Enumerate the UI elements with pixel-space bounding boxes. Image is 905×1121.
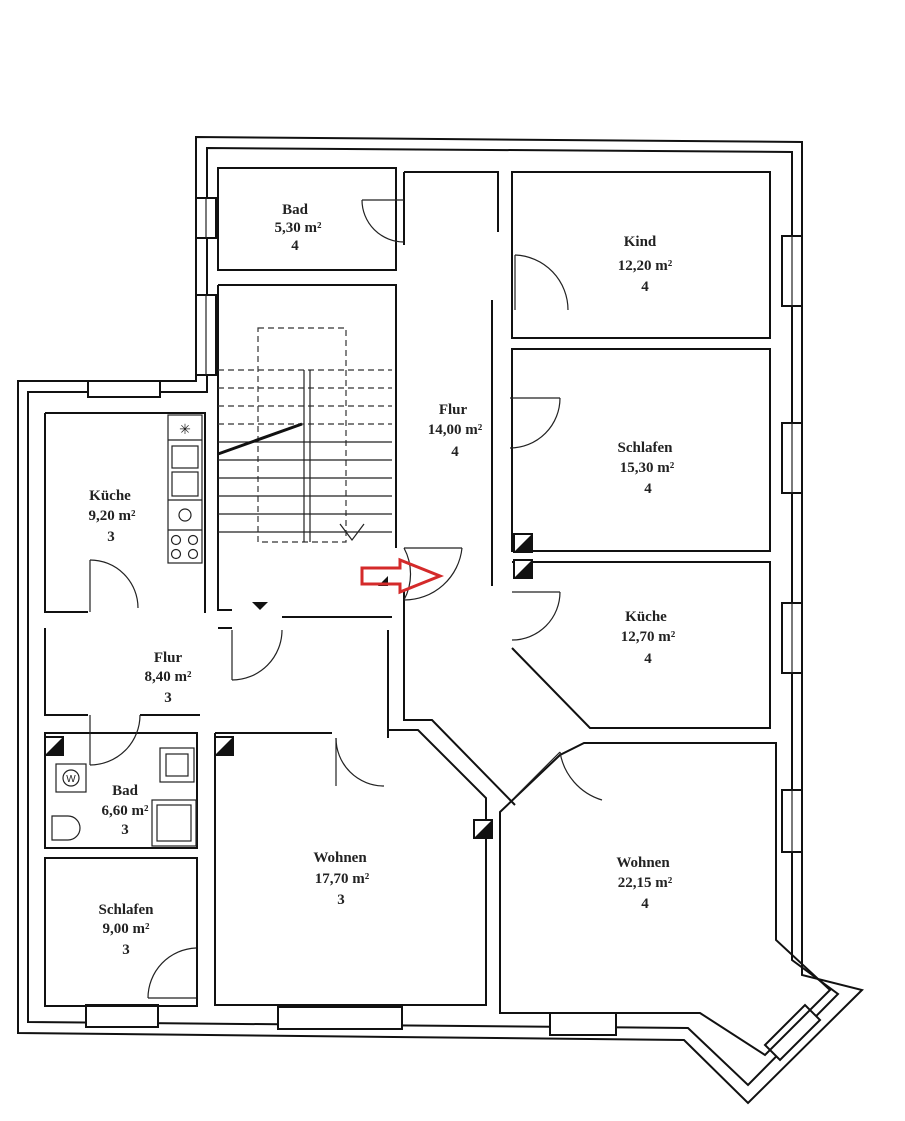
room-count: 4 [644, 651, 652, 667]
room-count: 3 [122, 942, 130, 958]
room-kueche-right: Küche 12,70 m² 4 [621, 609, 676, 667]
room-count: 4 [644, 481, 652, 497]
room-schlafen-right: Schlafen 15,30 m² 4 [617, 440, 674, 497]
room-kind: Kind 12,20 m² 4 [618, 234, 673, 295]
room-name: Kind [624, 234, 657, 250]
room-area: 17,70 m² [315, 871, 370, 887]
windows [85, 197, 822, 1062]
room-area: 22,15 m² [618, 875, 673, 891]
door-swings [89, 199, 603, 999]
room-count: 4 [291, 238, 299, 254]
room-area: 14,00 m² [428, 422, 483, 438]
room-name: Schlafen [617, 440, 673, 456]
room-schlafen-left: Schlafen 9,00 m² 3 [98, 902, 154, 958]
room-name: Küche [625, 609, 667, 625]
room-area: 9,20 m² [89, 508, 136, 524]
washing-machine-icon: W [66, 774, 76, 785]
stove-burner-icon: ✳ [179, 423, 191, 438]
room-kueche-left: Küche 9,20 m² 3 [89, 488, 136, 545]
room-count: 3 [164, 690, 172, 706]
room-name: Flur [439, 402, 468, 418]
staircase [217, 327, 392, 543]
interior-walls [44, 167, 832, 1057]
room-name: Schlafen [98, 902, 154, 918]
room-area: 5,30 m² [275, 220, 322, 236]
room-name: Flur [154, 650, 183, 666]
room-area: 12,70 m² [621, 629, 676, 645]
room-count: 4 [451, 444, 459, 460]
room-area: 12,20 m² [618, 258, 673, 274]
room-name: Bad [282, 202, 309, 218]
room-flur-left: Flur 8,40 m² 3 [145, 650, 192, 706]
bathroom-fixtures [51, 747, 197, 847]
room-area: 8,40 m² [145, 669, 192, 685]
room-wohnen-right: Wohnen 22,15 m² 4 [616, 855, 672, 912]
room-bad-left: Bad 6,60 m² 3 [102, 783, 149, 838]
location-arrow-icon [360, 557, 445, 595]
kitchen-fixtures [167, 414, 203, 564]
outer-walls [17, 135, 864, 1105]
room-count: 3 [121, 822, 129, 838]
shafts [44, 533, 533, 839]
room-count: 4 [641, 896, 649, 912]
room-name: Küche [89, 488, 131, 504]
room-count: 3 [107, 529, 115, 545]
room-flur-main: Flur 14,00 m² 4 [428, 402, 483, 460]
stair-triangle-icon [252, 602, 268, 610]
room-count: 4 [641, 279, 649, 295]
room-area: 15,30 m² [620, 460, 675, 476]
room-name: Wohnen [616, 855, 670, 871]
room-name: Wohnen [313, 850, 367, 866]
room-wohnen-mid: Wohnen 17,70 m² 3 [313, 850, 369, 908]
room-area: 6,60 m² [102, 803, 149, 819]
room-bad-top: Bad 5,30 m² 4 [275, 202, 322, 254]
room-count: 3 [337, 892, 345, 908]
room-area: 9,00 m² [103, 921, 150, 937]
room-name: Bad [112, 783, 139, 799]
